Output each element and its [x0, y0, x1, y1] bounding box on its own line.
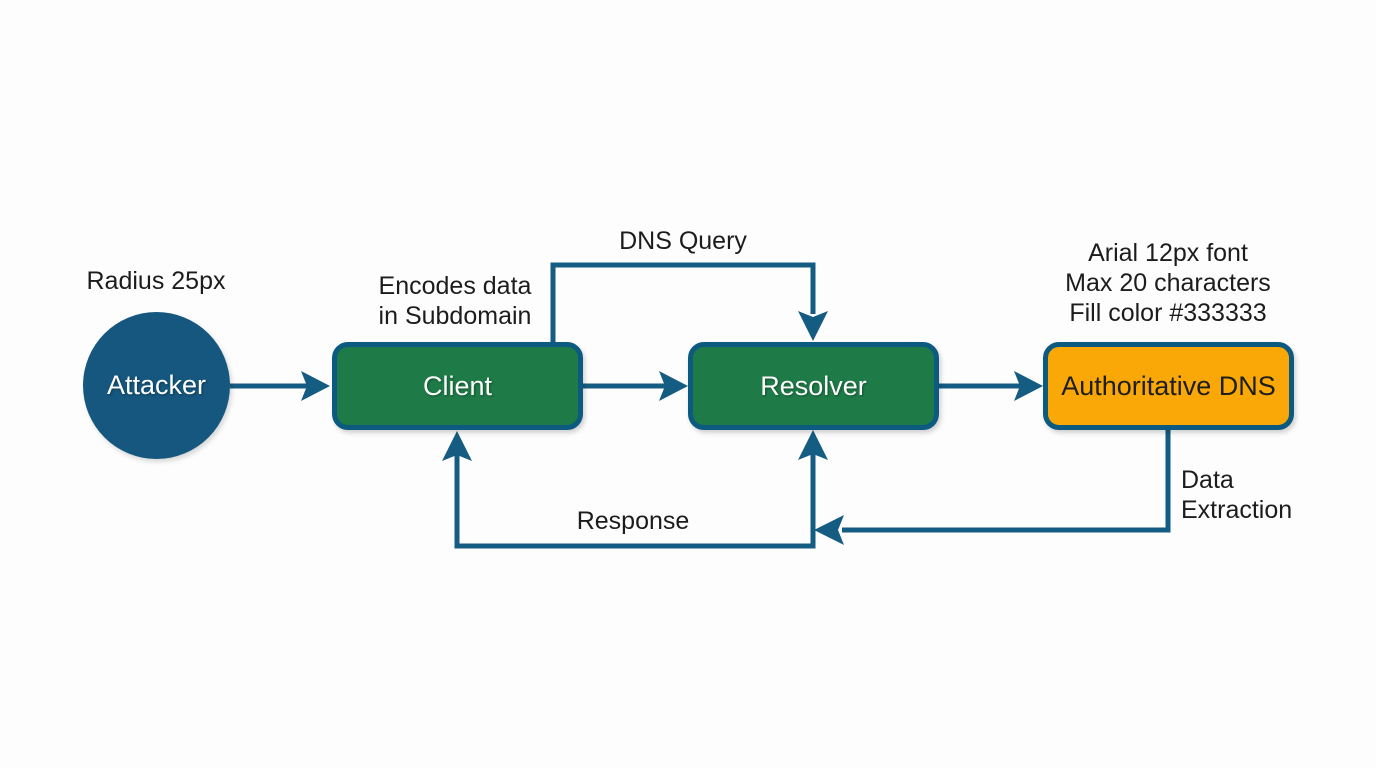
edge-data-extraction — [842, 430, 1171, 533]
node-client: Client — [332, 342, 583, 430]
response-label: Response — [576, 507, 690, 535]
node-client-label: Client — [422, 370, 493, 401]
node-authoritative-dns-label: Authoritative DNS — [1061, 370, 1276, 401]
node-resolver: Resolver — [688, 342, 939, 430]
arrowhead-into-authdns — [1014, 371, 1043, 401]
radius-annotation: Radius 25px — [86, 267, 226, 295]
arrowhead-into-resolver — [659, 371, 688, 401]
arrowhead-return-left — [814, 515, 844, 545]
node-attacker-label: Attacker — [106, 370, 207, 400]
encodes-data-annotation: Encodes data in Subdomain — [378, 272, 532, 330]
data-extraction-label: Data Extraction — [1181, 466, 1293, 524]
edge-dns-query — [550, 262, 816, 342]
arrowhead-response-up-resolver — [798, 430, 828, 460]
arrowhead-dns-query-down — [798, 311, 828, 341]
authdns-style-annotation: Arial 12px font Max 20 characters Fill c… — [1065, 239, 1271, 327]
node-authoritative-dns: Authoritative DNS — [1043, 342, 1294, 430]
node-attacker: Attacker — [83, 312, 230, 459]
edge-response — [454, 452, 816, 549]
dns-query-label: DNS Query — [619, 227, 747, 255]
node-resolver-label: Resolver — [760, 370, 867, 401]
arrowhead-response-up-client — [442, 431, 472, 461]
arrowhead-into-client — [301, 371, 330, 401]
